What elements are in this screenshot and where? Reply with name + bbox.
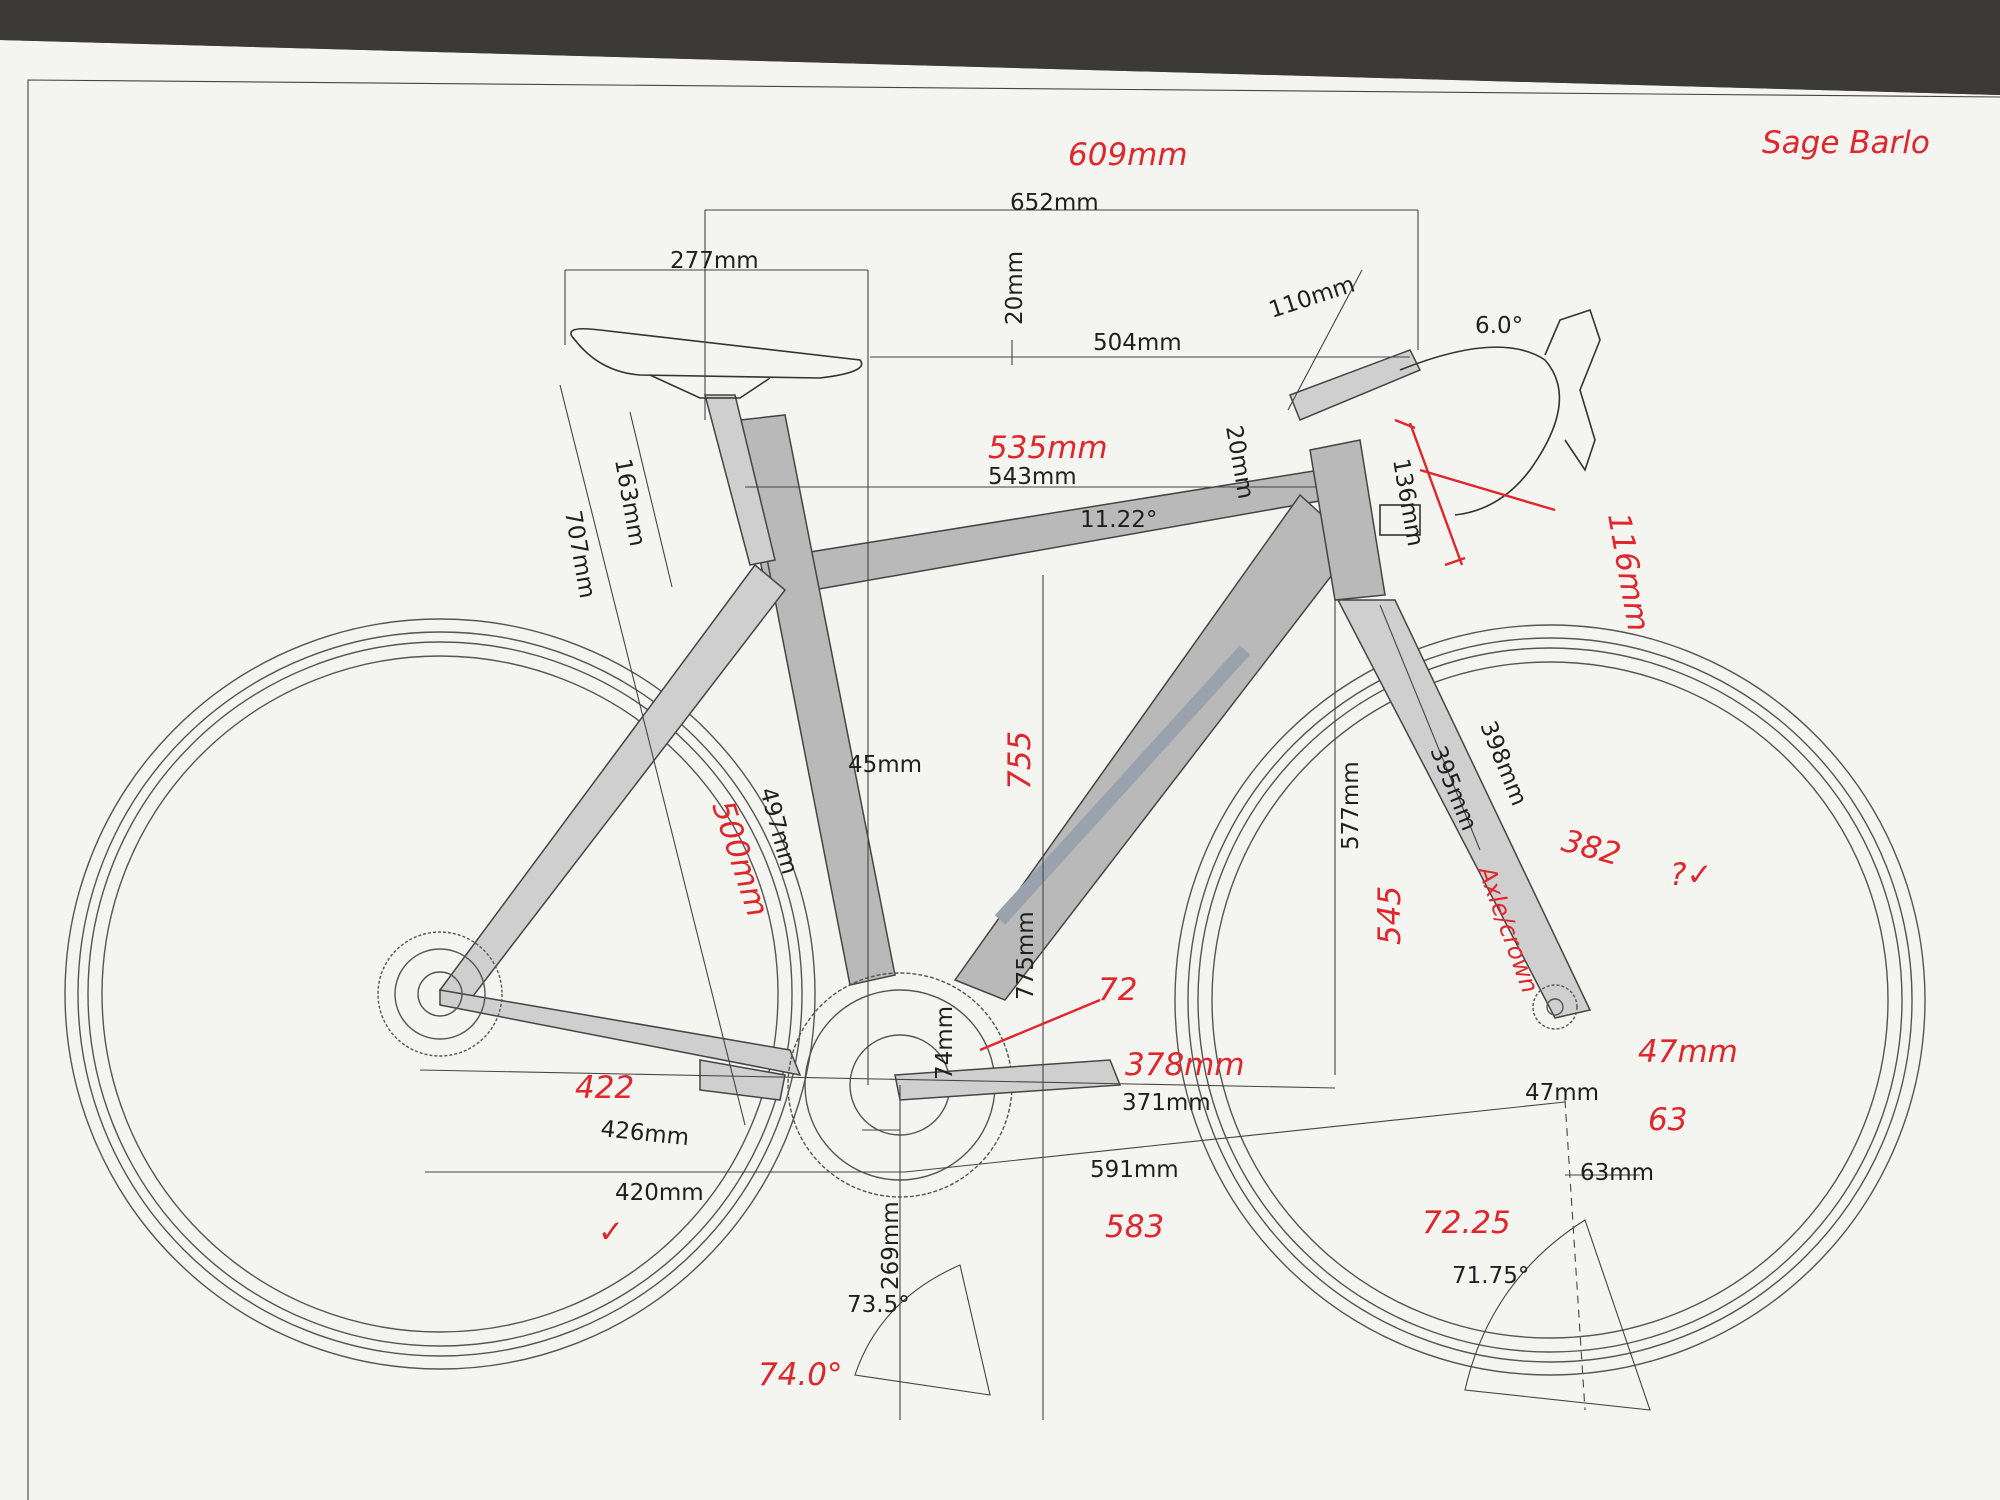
- seat-tube: [739, 414, 896, 986]
- front-hub: [1532, 984, 1578, 1030]
- note-top-length: 609mm: [1068, 137, 1188, 173]
- note-name: Sage Barlo: [1762, 125, 1930, 161]
- cassette: [377, 931, 503, 1057]
- annotation-lines: [979, 418, 1556, 1052]
- note-head-angle: 72.25: [1422, 1205, 1511, 1241]
- fork: [1336, 599, 1592, 1019]
- note-top-tube: 535mm: [988, 430, 1108, 466]
- dim-seat-angle: 73.5°: [847, 1292, 910, 1318]
- paper: [0, 40, 2000, 1500]
- note-seat-angle: 74.0°: [758, 1357, 843, 1393]
- dim-stem-angle: 6.0°: [1475, 313, 1523, 339]
- note-chainstay-mark: ✓: [598, 1214, 624, 1250]
- saddle: [570, 327, 863, 399]
- front-wheel: [1174, 624, 1926, 1376]
- dim-chainstay-horiz: 420mm: [615, 1180, 704, 1206]
- dim-fork-offset: 47mm: [1525, 1080, 1599, 1106]
- seat-post: [704, 394, 776, 566]
- dim-offset: 45mm: [848, 752, 922, 778]
- chain-stay: [439, 989, 802, 1076]
- dim-top-tube-angle: 11.22°: [1080, 507, 1157, 533]
- handwritten-annotations: 609mm Sage Barlo 535mm 116mm 755 500mm 3…: [575, 125, 1930, 1393]
- note-bb-drop: 72: [1098, 972, 1137, 1008]
- dim-saddle-setback: 277mm: [670, 248, 759, 274]
- dim-trail: 63mm: [1580, 1160, 1654, 1186]
- note-question: ?✓: [1670, 857, 1712, 893]
- dim-saddle-height-offset: 20mm: [1002, 251, 1028, 325]
- dim-top-tube: 543mm: [988, 464, 1077, 490]
- drawing-border: [27, 79, 2000, 1500]
- paper-shadow: [0, 0, 2000, 95]
- dim-bb-drop: 74mm: [932, 1006, 958, 1080]
- note-reach: 378mm: [1125, 1047, 1245, 1083]
- dim-stack: 577mm: [1338, 761, 1364, 850]
- stem: [1289, 349, 1422, 421]
- cockpit: [1289, 308, 1601, 536]
- note-standover: 755: [1002, 731, 1038, 790]
- note-fork-offset: 47mm: [1638, 1034, 1738, 1070]
- frame: [438, 394, 1592, 1076]
- dim-top-length: 652mm: [1010, 190, 1099, 216]
- head-tube: [1309, 439, 1386, 601]
- decal: [994, 645, 1251, 925]
- dim-head-angle: 71.75°: [1452, 1263, 1529, 1289]
- note-stack: 545: [1372, 886, 1408, 945]
- dim-bb-height: 269mm: [878, 1201, 904, 1290]
- note-trail: 63: [1648, 1102, 1687, 1138]
- note-front-center: 583: [1105, 1209, 1164, 1245]
- dim-front-center: 591mm: [1090, 1157, 1179, 1183]
- rear-wheel: [64, 618, 816, 1370]
- dim-standover: 775mm: [1013, 911, 1039, 1000]
- dim-reach-saddle-bar: 504mm: [1093, 330, 1182, 356]
- dim-reach: 371mm: [1122, 1090, 1211, 1116]
- dimension-lines: [419, 209, 1651, 1420]
- note-chainstay: 422: [575, 1070, 634, 1106]
